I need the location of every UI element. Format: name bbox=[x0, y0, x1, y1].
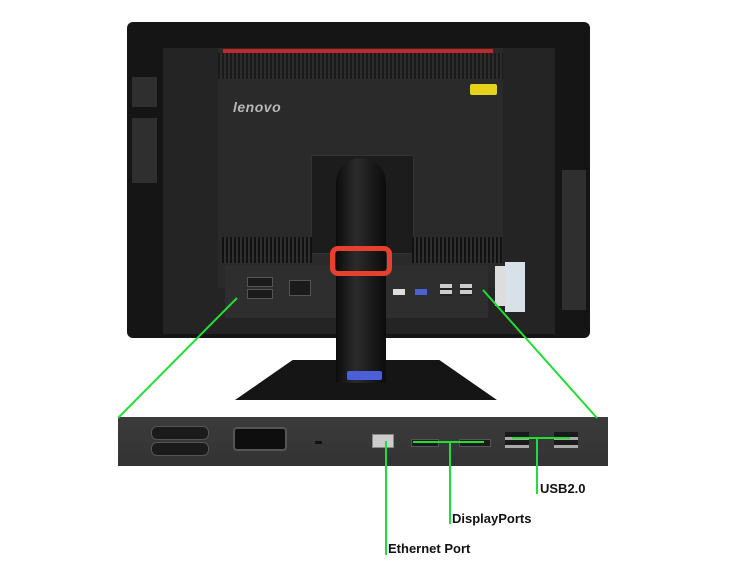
usb-ports bbox=[460, 284, 472, 296]
side-pad bbox=[562, 170, 586, 310]
usb-ports bbox=[554, 432, 578, 448]
displayports-label: DisplayPorts bbox=[452, 511, 532, 526]
ethernet-port bbox=[372, 434, 394, 448]
lock-slot bbox=[315, 441, 322, 444]
serial-port bbox=[247, 289, 273, 299]
ethernet-port-small bbox=[393, 289, 405, 295]
usb-ports bbox=[440, 284, 452, 296]
serial-port bbox=[247, 277, 273, 287]
label-sticker bbox=[505, 262, 525, 312]
label-sticker bbox=[495, 266, 505, 306]
zoom-line-right bbox=[482, 289, 598, 419]
side-pad bbox=[132, 118, 157, 183]
side-pad bbox=[132, 77, 157, 107]
power-connector bbox=[233, 427, 287, 451]
serial-port bbox=[151, 426, 209, 440]
vent-right bbox=[412, 237, 502, 263]
usb-label: USB2.0 bbox=[540, 481, 586, 496]
zoom-line-left bbox=[117, 297, 238, 419]
lenovo-logo: lenovo bbox=[233, 99, 282, 115]
cable-clip bbox=[330, 246, 392, 276]
usb-ports bbox=[505, 432, 529, 448]
barcode-sticker bbox=[470, 84, 497, 95]
power-connector bbox=[289, 280, 311, 296]
stand-neck bbox=[336, 158, 386, 383]
red-accent-strip bbox=[223, 49, 493, 53]
serial-port bbox=[151, 442, 209, 456]
ethernet-port-label: Ethernet Port bbox=[388, 541, 471, 556]
port-closeup-strip bbox=[118, 417, 608, 466]
top-vent bbox=[218, 53, 503, 79]
stand-label bbox=[347, 371, 382, 380]
vent-left bbox=[222, 237, 312, 263]
vga-port bbox=[415, 289, 427, 295]
